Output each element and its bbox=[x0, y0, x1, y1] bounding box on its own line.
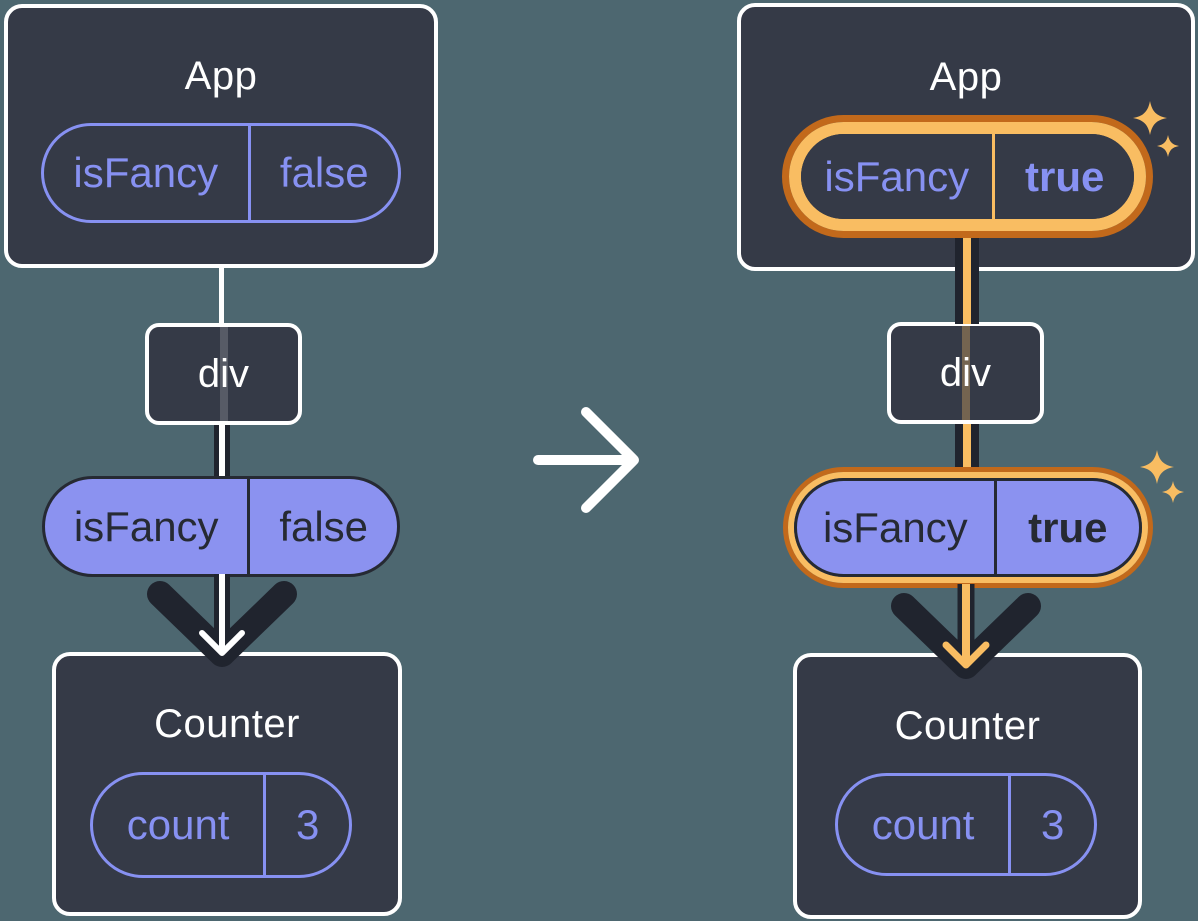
state-pill-isfancy-after: isFancy true bbox=[801, 134, 1134, 219]
prop-name: isFancy bbox=[73, 502, 219, 550]
div-label: div bbox=[939, 350, 992, 395]
component-title: App bbox=[929, 55, 1003, 99]
through-line-highlighted bbox=[961, 326, 970, 420]
div-node-card-before: div bbox=[145, 323, 302, 425]
highlight-ring-inner: isFancy true bbox=[789, 122, 1146, 231]
pill-divider bbox=[1008, 776, 1012, 873]
right-arrow-icon bbox=[533, 407, 639, 513]
prop-flow-arrow-icon bbox=[891, 584, 1041, 679]
state-value: 3 bbox=[295, 801, 320, 848]
state-name: count bbox=[871, 800, 975, 848]
prop-value: true bbox=[1028, 503, 1108, 551]
highlight-ring-inner: isFancy true bbox=[788, 472, 1148, 583]
state-pill-count-after: count 3 bbox=[835, 773, 1097, 876]
passed-prop-pill-after: isFancy true bbox=[794, 478, 1142, 577]
highlight-ring: isFancy true bbox=[782, 115, 1153, 238]
prop-flow-arrow-icon bbox=[147, 574, 297, 667]
state-name: isFancy bbox=[824, 152, 970, 200]
component-title: App bbox=[184, 54, 258, 98]
connector-core bbox=[219, 424, 225, 478]
state-name: count bbox=[126, 801, 230, 848]
div-label: div bbox=[197, 351, 250, 396]
prop-name: isFancy bbox=[822, 503, 968, 551]
component-title: Counter bbox=[154, 702, 300, 746]
sparkles-icon bbox=[1133, 101, 1179, 157]
prop-value: false bbox=[279, 502, 369, 550]
state-pill-isfancy-before: isFancy false bbox=[41, 123, 401, 223]
pill-divider bbox=[263, 775, 267, 875]
state-name: isFancy bbox=[73, 149, 219, 196]
through-line bbox=[219, 327, 228, 421]
pill-divider bbox=[247, 126, 251, 220]
state-pill-count-before: count 3 bbox=[90, 772, 352, 878]
connector-app-to-div-highlighted bbox=[955, 236, 979, 324]
div-node-card-after: div bbox=[887, 322, 1044, 424]
sparkles-icon bbox=[1140, 450, 1184, 503]
pill-divider bbox=[993, 481, 997, 574]
pill-divider bbox=[247, 479, 251, 574]
state-value: false bbox=[279, 149, 369, 196]
passed-prop-pill-before: isFancy false bbox=[42, 476, 400, 577]
connector-div-to-prop bbox=[214, 424, 230, 478]
connector-core bbox=[963, 422, 971, 480]
highlight-ring: isFancy true bbox=[783, 467, 1153, 588]
connector-core bbox=[963, 236, 971, 324]
state-value: true bbox=[1025, 152, 1105, 200]
component-title: Counter bbox=[894, 704, 1041, 748]
connector-app-to-div bbox=[219, 264, 224, 326]
pill-divider bbox=[992, 134, 996, 219]
state-value: 3 bbox=[1040, 800, 1065, 848]
